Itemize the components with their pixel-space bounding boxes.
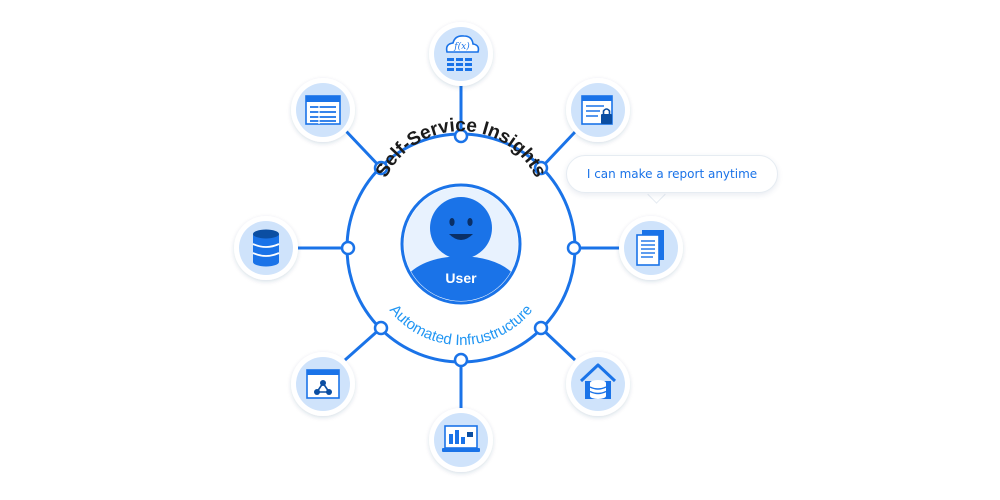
ring-dots [340, 128, 582, 368]
spreadsheet-icon [305, 95, 341, 125]
node-database[interactable] [234, 216, 298, 280]
documents-icon [636, 230, 664, 266]
user-label: User [445, 270, 477, 286]
user-avatar: User [400, 183, 522, 305]
secure-document-icon [581, 95, 613, 125]
dashboard-icon [442, 425, 480, 452]
node-dashboard[interactable] [429, 408, 493, 472]
connector-lines [298, 85, 625, 410]
node-secure-document[interactable] [566, 78, 630, 142]
node-spreadsheet[interactable] [291, 78, 355, 142]
speech-bubble: I can make a report anytime [566, 155, 778, 193]
api-integration-icon [306, 369, 340, 399]
node-documents[interactable] [619, 216, 683, 280]
node-cloud-function[interactable]: f(x) [429, 22, 493, 86]
function-glyph: f(x) [453, 41, 470, 52]
data-warehouse-icon [579, 363, 617, 399]
node-data-warehouse[interactable] [566, 352, 630, 416]
cloud-function-icon: f(x) [445, 35, 480, 71]
speech-bubble-text: I can make a report anytime [586, 167, 758, 181]
database-icon [252, 229, 280, 267]
node-api-integration[interactable] [291, 352, 355, 416]
